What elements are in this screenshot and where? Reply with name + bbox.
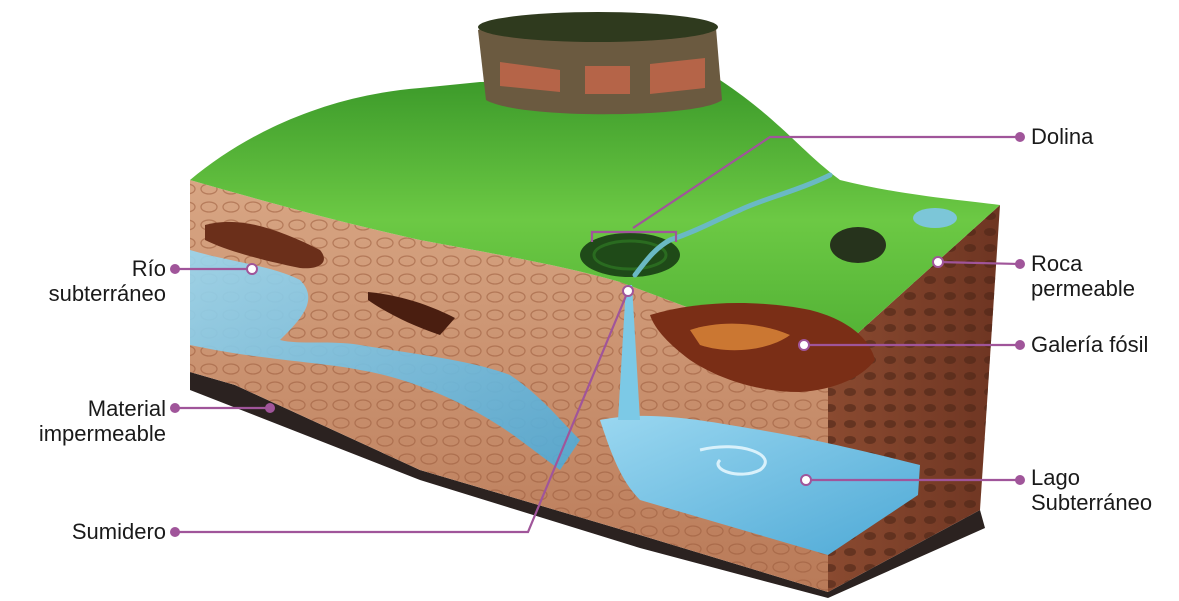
surface-pond (913, 208, 957, 228)
dot-lago-target (801, 475, 811, 485)
dot-galeria-target (799, 340, 809, 350)
dot-rio-target (247, 264, 257, 274)
label-rio-line2: subterráneo (49, 281, 166, 306)
label-lago-line2: Subterráneo (1031, 490, 1152, 515)
dot-galeria-label (1015, 340, 1025, 350)
label-dolina-text: Dolina (1031, 124, 1093, 149)
dot-sumidero-target (623, 286, 633, 296)
label-material-line2: impermeable (39, 421, 166, 446)
label-sumidero: Sumidero (72, 519, 166, 544)
dot-dolina-label (1015, 132, 1025, 142)
label-lago-subterraneo: Lago Subterráneo (1031, 465, 1152, 515)
dot-sumidero-label (170, 527, 180, 537)
dot-material-label (170, 403, 180, 413)
label-galeria-fosil: Galería fósil (1031, 332, 1148, 357)
label-material-line1: Material (39, 396, 166, 421)
label-material-impermeable: Material impermeable (39, 396, 166, 446)
dot-roca-target (933, 257, 943, 267)
label-dolina: Dolina (1031, 124, 1093, 149)
dot-lago-label (1015, 475, 1025, 485)
label-roca-line2: permeable (1031, 276, 1135, 301)
dot-roca-label (1015, 259, 1025, 269)
surface-sinkhole (830, 227, 886, 263)
label-rio-subterraneo: Río subterráneo (49, 256, 166, 306)
label-sumidero-text: Sumidero (72, 519, 166, 544)
label-roca-permeable: Roca permeable (1031, 251, 1135, 301)
label-rio-line1: Río (49, 256, 166, 281)
label-galeria-text: Galería fósil (1031, 332, 1148, 357)
mesa-top (478, 12, 718, 42)
label-roca-line1: Roca (1031, 251, 1135, 276)
dot-rio-label (170, 264, 180, 274)
label-lago-line1: Lago (1031, 465, 1152, 490)
dot-material-target (265, 403, 275, 413)
